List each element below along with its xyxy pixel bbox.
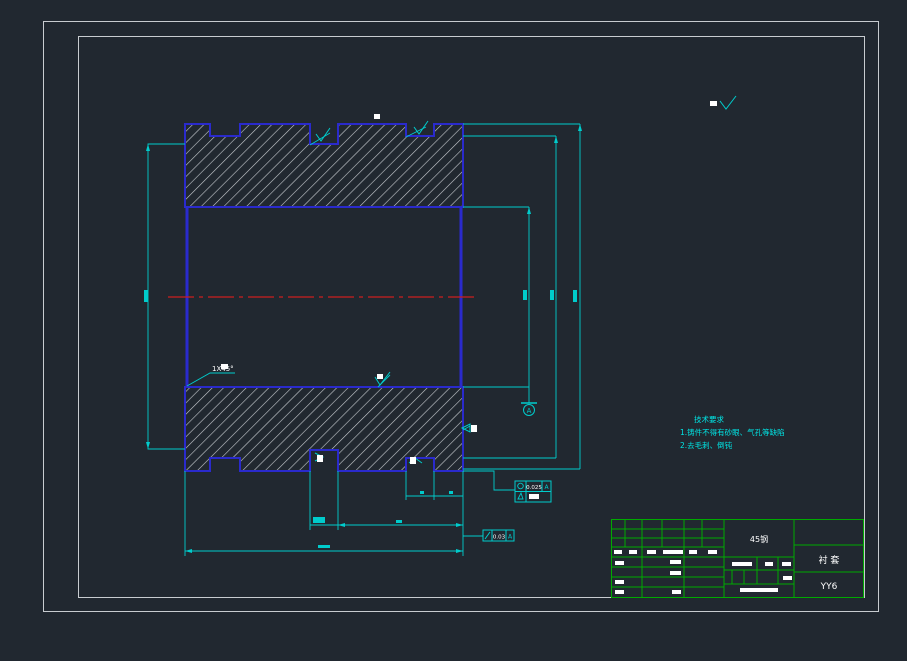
- bushing-bottom-wall: [184, 386, 464, 472]
- dimension-lines: [147, 123, 581, 556]
- dimension-arrows: [146, 124, 582, 553]
- technical-notes: 技术要求 1.铸件不得有砂眼、气孔等缺陷 2.去毛刺、倒钝: [680, 414, 785, 450]
- svg-text:A: A: [527, 407, 532, 415]
- tolerance-frame-runout: 0.03 A: [482, 529, 515, 542]
- datum-symbol: A: [521, 402, 537, 416]
- title-block: [611, 519, 864, 598]
- title-code: YY6: [820, 582, 838, 592]
- bushing-top-wall: [184, 123, 464, 208]
- svg-text:技术要求: 技术要求: [694, 414, 724, 424]
- roughness-symbol-corner: [460, 423, 471, 433]
- svg-text:0.025: 0.025: [526, 485, 542, 491]
- title-block-fields: [614, 550, 792, 594]
- outer-frame: [43, 21, 879, 612]
- svg-text:0.03: 0.03: [493, 535, 506, 541]
- title-material: 45钢: [750, 534, 768, 544]
- roughness-marks: [221, 101, 717, 464]
- svg-text:2.去毛刺、倒钝: 2.去毛刺、倒钝: [680, 440, 733, 450]
- svg-text:A: A: [544, 484, 549, 491]
- tolerance-frame-coaxiality: 0.025 A: [514, 480, 552, 503]
- svg-text:A: A: [508, 534, 513, 541]
- title-part-name: 衬 套: [819, 554, 840, 566]
- inner-frame: [78, 36, 865, 598]
- svg-text:1.铸件不得有砂眼、气孔等缺陷: 1.铸件不得有砂眼、气孔等缺陷: [680, 427, 785, 437]
- dimension-value-marks: [144, 290, 577, 548]
